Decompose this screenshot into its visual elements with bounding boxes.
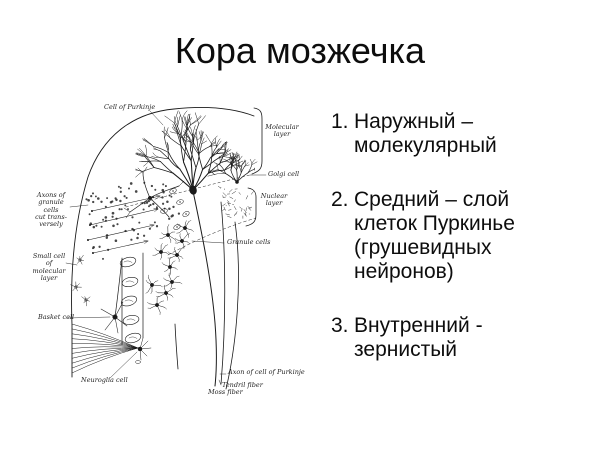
list-item-number: 1. — [331, 110, 349, 133]
tendril-fiber-line — [225, 221, 239, 390]
list-item-number: 2. — [331, 188, 349, 211]
list-item: 2. Средний – слой клеток Пуркинье (груше… — [331, 188, 571, 284]
nuclear-layer-bracket — [245, 187, 257, 227]
moss-fiber-line — [174, 323, 179, 370]
list-item: 3. Внутренний - зернистый — [331, 314, 571, 362]
cerebellum-diagram-svg — [65, 107, 267, 390]
label-granule-cells: Granule cells — [227, 238, 271, 246]
descending-fiber — [220, 201, 226, 385]
molecular-layer-bracket — [251, 107, 263, 175]
label-moss-fiber: Moss fiber — [208, 388, 243, 396]
label-neuroglia-cell: Neuroglia cell — [81, 376, 128, 384]
list-item-text: Внутренний - зернистый — [354, 314, 483, 361]
label-cell-of-purkinje: Cell of Purkinje — [104, 103, 156, 111]
label-axon-of-purkinje: Axon of cell of Purkinje — [228, 368, 305, 376]
label-axons-of-granule-cells: Axons of granule cells cut trans- versel… — [35, 191, 67, 229]
label-golgi-cell: Golgi cell — [268, 170, 300, 178]
diagram-cells — [70, 110, 258, 374]
label-nuclear-layer: Nuclear layer — [260, 192, 288, 208]
leader-lines — [65, 110, 267, 386]
label-molecular-layer: Molecular layer — [265, 123, 299, 139]
layer-list: 1. Наружный – молекулярный 2. Средний – … — [331, 110, 571, 392]
cerebellum-cortex-figure: Cell of Purkinje Molecular layer Golgi c… — [30, 95, 320, 425]
label-tendril-fiber: Tendril fiber — [222, 381, 263, 389]
label-small-cell: Small cell of molecular layer — [32, 252, 66, 282]
slide-title: Кора мозжечка — [174, 30, 426, 71]
label-basket-cell: Basket cell — [38, 313, 75, 321]
list-item: 1. Наружный – молекулярный — [331, 110, 571, 158]
list-item-text: Наружный – молекулярный — [354, 110, 497, 157]
list-item-number: 3. — [331, 314, 349, 337]
list-item-text: Средний – слой клеток Пуркинье (грушевид… — [354, 188, 515, 283]
purkinje-axon-fiber — [192, 190, 217, 387]
outer-arc — [71, 107, 255, 378]
